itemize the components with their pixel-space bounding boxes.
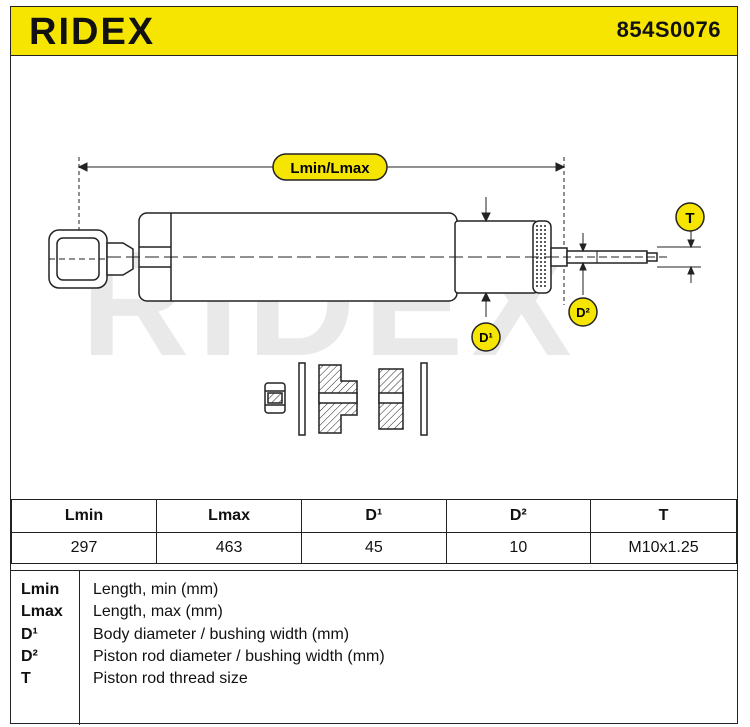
washer-1 — [298, 362, 306, 436]
spec-value-row: 297 463 45 10 M10x1.25 — [10, 532, 737, 564]
t-tag: T — [675, 202, 705, 232]
length-tag: Lmin/Lmax — [272, 153, 388, 181]
header-bar: RIDEX 854S0076 — [11, 7, 737, 56]
svg-text:D¹: D¹ — [479, 330, 493, 345]
mounting-nut — [264, 382, 286, 414]
d1-tag: D¹ — [471, 322, 501, 352]
spec-value-cell: M10x1.25 — [590, 532, 737, 564]
spec-header-cell: Lmax — [156, 499, 303, 533]
legend-divider — [79, 571, 80, 725]
legend-key: D² — [21, 648, 38, 665]
rubber-bushing-2 — [378, 368, 404, 430]
rubber-bushing-1 — [318, 364, 358, 434]
spec-header-cell: D¹ — [301, 499, 447, 533]
legend-key: Lmax — [21, 603, 63, 620]
shock-absorber-drawing: RIDEX Lmin/Lmax — [48, 153, 705, 436]
spec-header-cell: D² — [445, 499, 592, 533]
spec-header-row: Lmin Lmax D¹ D² T — [10, 499, 737, 533]
legend-desc: Length, min (mm) — [93, 581, 219, 598]
svg-text:Lmin/Lmax: Lmin/Lmax — [290, 160, 370, 177]
spec-value-cell: 10 — [445, 532, 592, 564]
spec-value-cell: 45 — [301, 532, 447, 564]
d2-tag: D² — [568, 297, 598, 327]
legend-desc: Piston rod diameter / bushing width (mm) — [93, 648, 385, 665]
legend-desc: Length, max (mm) — [93, 603, 223, 620]
legend-key: D¹ — [21, 626, 38, 643]
spec-value-cell: 297 — [10, 532, 158, 564]
part-number: 854S0076 — [616, 17, 721, 42]
body-diameter-dimension — [481, 197, 491, 317]
spec-value-cell: 463 — [156, 532, 303, 564]
spec-header-cell: Lmin — [10, 499, 158, 533]
rod-diameter-dimension — [579, 233, 587, 295]
washer-2 — [420, 362, 428, 436]
spec-table: Lmin Lmax D¹ D² T 297 463 45 10 M10x1.25 — [10, 499, 737, 564]
spec-header-cell: T — [590, 499, 737, 533]
svg-text:RIDEX: RIDEX — [29, 11, 155, 51]
legend-key: Lmin — [21, 581, 60, 598]
legend: Lmin Length, min (mm) Lmax Length, max (… — [11, 570, 737, 725]
legend-desc: Body diameter / bushing width (mm) — [93, 626, 350, 643]
svg-text:T: T — [685, 210, 694, 227]
legend-desc: Piston rod thread size — [93, 670, 248, 687]
ridex-logo: RIDEX — [29, 11, 155, 51]
thread-dimension — [657, 229, 701, 283]
svg-text:D²: D² — [576, 305, 590, 320]
legend-key: T — [21, 670, 31, 687]
product-sheet: RIDEX 854S0076 RIDEX Lmin/Lmax — [10, 6, 738, 725]
eye-mount — [48, 229, 134, 289]
